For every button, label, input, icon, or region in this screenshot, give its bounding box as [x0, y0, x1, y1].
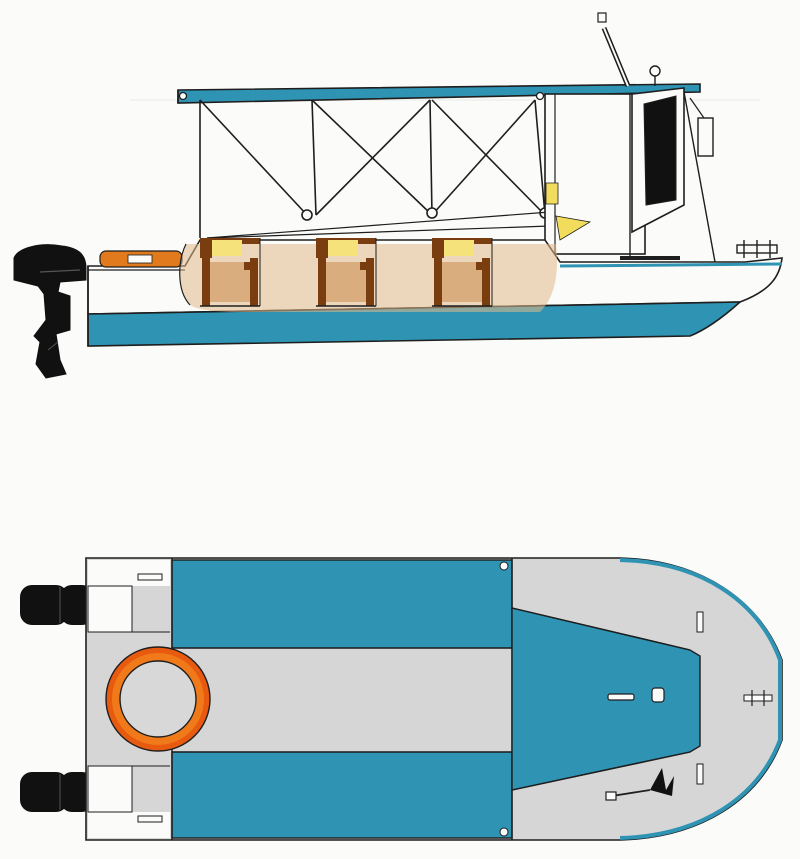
canopy-roof: [177, 83, 701, 104]
canopy-frame: [199, 99, 551, 239]
mast: [597, 12, 661, 87]
cockpit: [511, 607, 773, 801]
wheelhouse: [544, 87, 716, 263]
side-view: [13, 12, 783, 379]
seats: [200, 238, 493, 307]
bow-cleat: [736, 240, 778, 258]
seat-1: [200, 238, 261, 307]
life-ring: [105, 646, 211, 752]
thruster-port: [20, 585, 94, 625]
top-view: [20, 557, 783, 841]
deck-hardware: [137, 561, 509, 837]
fuel-tank: [99, 250, 183, 268]
seat-3: [432, 238, 493, 307]
outboard-motor: [13, 244, 87, 379]
thruster-starboard: [20, 772, 94, 812]
anchor-icon: [605, 768, 674, 801]
seat-2: [316, 238, 377, 307]
thrusters: [20, 585, 94, 812]
